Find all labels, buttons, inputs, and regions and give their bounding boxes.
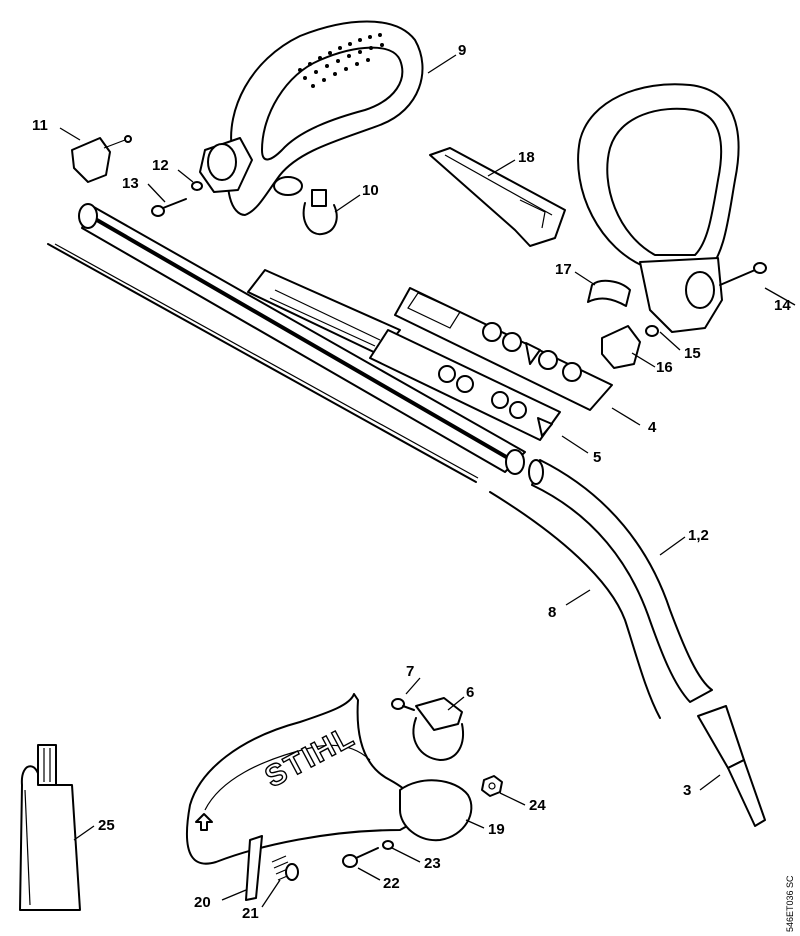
label-5-sticker-sheet	[247, 269, 561, 441]
clamp-6	[412, 697, 464, 761]
insert-18	[429, 147, 566, 247]
callout-16: 16	[656, 359, 673, 376]
loop-handle-9	[199, 20, 424, 216]
callout-15: 15	[684, 345, 701, 362]
callout-1-2: 1,2	[688, 527, 709, 544]
callout-13: 13	[122, 175, 139, 192]
wing-knob-16	[601, 325, 641, 369]
bearing-sleeve-3	[697, 705, 766, 827]
callout-23: 23	[424, 855, 441, 872]
callout-6: 6	[466, 684, 474, 701]
callout-10: 10	[362, 182, 379, 199]
screw-13	[151, 198, 187, 217]
bike-handle-assembly	[577, 83, 767, 369]
washer-15	[645, 325, 659, 337]
grease-tube-25	[19, 744, 81, 911]
callout-20: 20	[194, 894, 211, 911]
callout-7: 7	[406, 663, 414, 680]
callout-4: 4	[648, 419, 657, 436]
washer-12	[191, 181, 203, 191]
callout-labels: 9 10 11 12 13 18 17 14 15 16 4 5 1,2 8 3…	[32, 42, 791, 922]
callout-24: 24	[529, 797, 546, 814]
leader-lines	[59, 54, 796, 908]
callout-17: 17	[555, 261, 572, 278]
drive-tube-upper	[78, 203, 526, 475]
callout-9: 9	[458, 42, 466, 59]
drive-tube-lower	[528, 459, 713, 703]
drive-shaft-8	[47, 243, 661, 719]
callout-12: 12	[152, 157, 169, 174]
callout-19: 19	[488, 821, 505, 838]
wing-knob-11	[71, 135, 132, 183]
callout-21: 21	[242, 905, 259, 922]
callout-3: 3	[683, 782, 691, 799]
grip-dots-pattern	[298, 33, 384, 88]
blade-20	[245, 835, 263, 901]
callout-11: 11	[32, 117, 48, 134]
screw-7	[391, 698, 415, 711]
callout-14: 14	[774, 297, 791, 314]
callout-22: 22	[383, 875, 400, 892]
deflector-guard-19: STIHL	[185, 693, 473, 865]
callout-8: 8	[548, 604, 556, 621]
reference-code: 546ET036 SC	[785, 875, 795, 932]
callout-25: 25	[98, 817, 115, 834]
washer-23	[382, 840, 394, 850]
label-4	[394, 287, 613, 411]
nut-24	[481, 775, 503, 797]
spring-21	[271, 855, 299, 881]
clamp-10	[302, 189, 338, 236]
callout-18: 18	[518, 149, 535, 166]
screw-14	[719, 262, 767, 286]
sleeve-17	[587, 279, 631, 307]
screw-22	[342, 847, 379, 868]
callout-5: 5	[593, 449, 601, 466]
